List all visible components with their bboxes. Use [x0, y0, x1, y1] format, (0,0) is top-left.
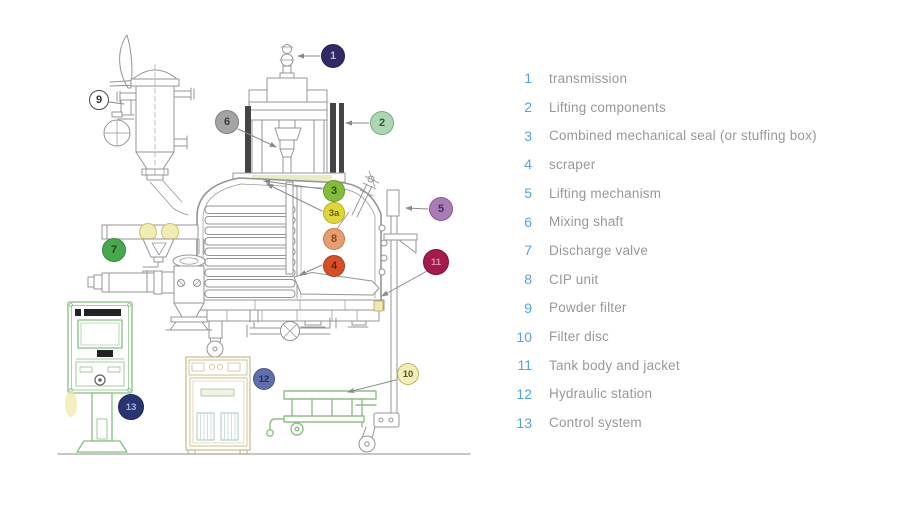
legend-item: 13 Control system [506, 408, 817, 437]
leader-lines [108, 53, 429, 394]
legend-item: 10 Filter disc [506, 322, 817, 351]
transmission-drawing [245, 44, 344, 177]
legend-number: 10 [516, 328, 532, 345]
jacket-ribs [204, 205, 296, 298]
legend-item: 5 Lifting mechanism [506, 179, 817, 208]
legend-label: CIP unit [549, 271, 599, 287]
discharge-valve-drawing [87, 223, 213, 331]
legend-item: 2 Lifting components [506, 93, 817, 122]
legend-number: 11 [517, 357, 532, 374]
legend-item: 1 transmission [506, 64, 817, 93]
legend-number: 3 [524, 127, 532, 144]
legend-item: 8 CIP unit [506, 265, 817, 294]
legend: 1 transmission 2 Lifting components 3 Combine… [506, 64, 817, 437]
filter-disc-trolley [266, 390, 377, 437]
legend-item: 7 Discharge valve [506, 236, 817, 265]
legend-number: 2 [524, 99, 532, 116]
hydraulic-station-drawing [185, 356, 251, 455]
legend-item: 3 Combined mechanical seal (or stuffing b… [506, 121, 817, 150]
legend-number: 12 [516, 385, 532, 402]
legend-number: 6 [524, 213, 532, 230]
legend-label: Powder filter [549, 300, 627, 316]
legend-number: 9 [524, 299, 532, 316]
legend-item: 6 Mixing shaft [506, 207, 817, 236]
mixing-shaft-lower [285, 181, 294, 275]
legend-item: 4 scraper [506, 150, 817, 179]
legend-number: 5 [524, 185, 532, 202]
powder-filter-drawing [103, 34, 195, 216]
legend-number: 4 [524, 156, 532, 173]
legend-item: 11 Tank body and jacket [506, 351, 817, 380]
legend-label: Filter disc [549, 329, 609, 345]
legend-number: 1 [524, 70, 532, 87]
legend-item: 12 Hydraulic station [506, 380, 817, 409]
control-system-drawing [65, 301, 133, 453]
legend-label: Control system [549, 415, 642, 431]
legend-label: Lifting mechanism [549, 185, 662, 201]
legend-label: Discharge valve [549, 242, 649, 258]
legend-label: Lifting components [549, 99, 666, 115]
legend-label: Combined mechanical seal (or stuffing bo… [549, 128, 817, 144]
tank-drawing [193, 170, 388, 358]
legend-label: transmission [549, 70, 628, 86]
legend-label: Mixing shaft [549, 214, 624, 230]
legend-item: 9 Powder filter [506, 294, 817, 323]
legend-label: Tank body and jacket [549, 357, 680, 373]
legend-number: 7 [524, 242, 532, 259]
legend-number: 13 [516, 414, 532, 431]
legend-label: Hydraulic station [549, 386, 653, 402]
legend-label: scraper [549, 156, 596, 172]
legend-number: 8 [524, 271, 532, 288]
scraper-arm [293, 272, 380, 296]
